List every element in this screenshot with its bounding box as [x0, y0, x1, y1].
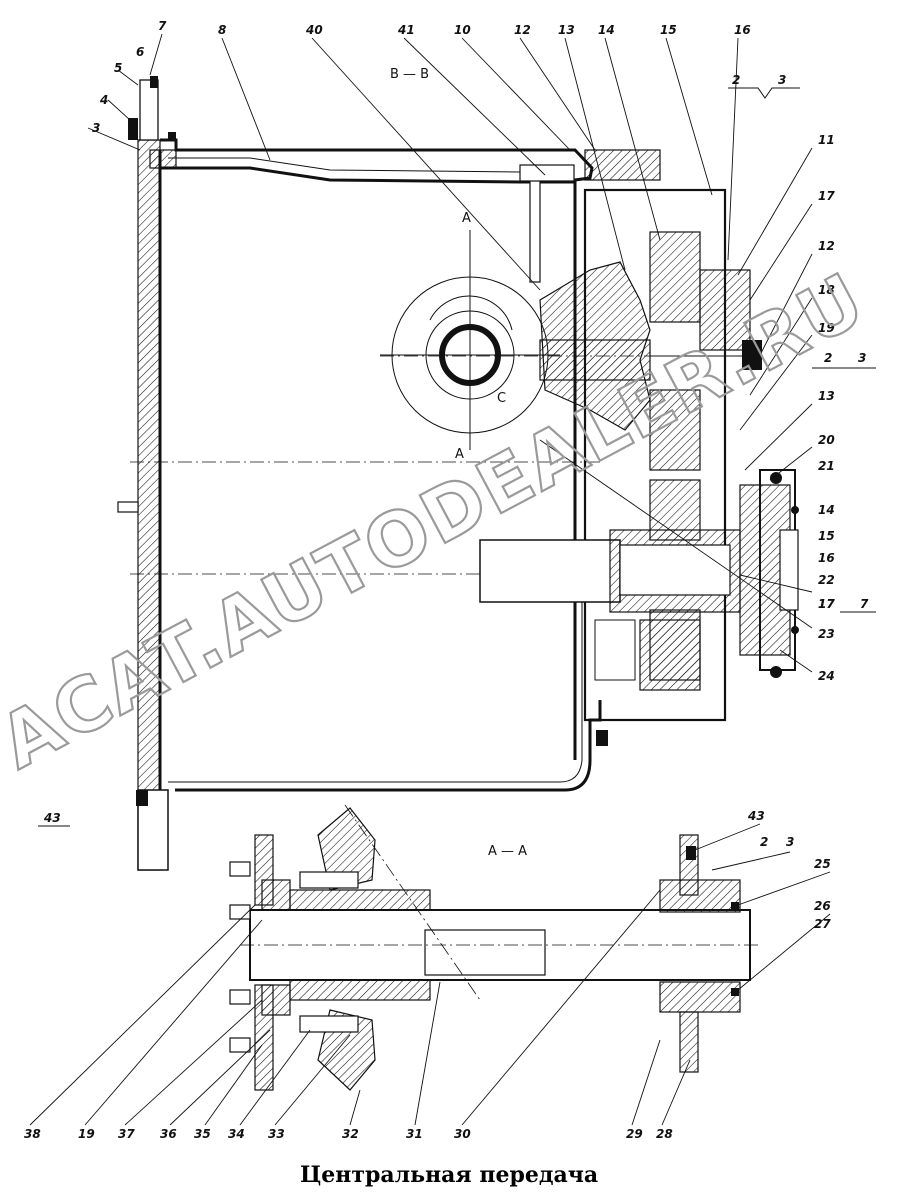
callout-right: 12 — [818, 239, 835, 253]
callout-right: 15 — [818, 529, 835, 543]
callout-right: 22 — [818, 573, 835, 587]
section-mark-c: C — [497, 391, 506, 406]
callout-fraction-num: 2 — [824, 351, 832, 365]
gear-hub — [539, 339, 651, 381]
output-shaft — [479, 529, 741, 613]
callout-bottom: 29 — [626, 1127, 643, 1141]
callout-right: 19 — [818, 321, 835, 335]
housing-outline — [160, 138, 602, 792]
callout-top: 14 — [598, 23, 615, 37]
section-aa-label: A — A — [488, 844, 527, 859]
callout-fraction-num: 2 — [732, 73, 740, 87]
callout-right: 24 — [818, 669, 835, 683]
drain-plug — [596, 730, 608, 746]
pipe-fitting — [519, 164, 575, 182]
callout-right: 20 — [818, 433, 835, 447]
callout-aa-right: 2 — [760, 835, 768, 849]
callout-right: 21 — [818, 459, 835, 473]
callout-right: 23 — [818, 627, 835, 641]
lower-gear — [639, 619, 701, 691]
callout-right: 17 — [818, 597, 835, 611]
seal-stack — [128, 76, 177, 169]
section-mark-a-bottom: A — [455, 447, 464, 462]
callout-aa-right: 43 — [747, 809, 765, 823]
callout-right: 18 — [818, 283, 835, 297]
callout-right: 14 — [818, 503, 835, 517]
callout-bottom: 34 — [228, 1127, 245, 1141]
end-cap — [739, 469, 799, 678]
flange-pin — [117, 501, 139, 513]
callout-left: 6 — [136, 45, 144, 59]
aa-right-hub — [659, 879, 741, 913]
callout-right: 11 — [818, 133, 835, 147]
aa-left-hub — [289, 889, 431, 911]
callout-top: 15 — [660, 23, 677, 37]
callout-bottom: 38 — [24, 1127, 41, 1141]
callout-top: 41 — [397, 23, 415, 37]
lower-seal — [136, 790, 148, 806]
callout-fraction-den: 7 — [860, 597, 869, 611]
callout-left: 5 — [114, 61, 122, 75]
callout-left: 4 — [99, 93, 108, 107]
callout-aa-right: 26 — [814, 899, 831, 913]
callout-bottom: 19 — [78, 1127, 95, 1141]
section-mark-a-top: A — [462, 211, 471, 226]
callout-right: 13 — [818, 389, 835, 403]
callout-top: 8 — [218, 23, 226, 37]
callout-fraction-den: 3 — [778, 73, 786, 87]
callout-top: 7 — [158, 19, 167, 33]
callout-aa-right: 25 — [814, 857, 831, 871]
callout-top: 40 — [305, 23, 323, 37]
section-bb-label: B — B — [390, 67, 429, 82]
callout-fraction-num: 17 — [818, 597, 835, 611]
callout-bottom: 36 — [160, 1127, 177, 1141]
aa-right-flange — [679, 834, 699, 896]
callout-fraction-den: 3 — [858, 351, 866, 365]
callout-right: 17 — [818, 189, 835, 203]
callout-top: 16 — [734, 23, 751, 37]
callout-top: 10 — [454, 23, 471, 37]
left-flange — [137, 139, 161, 871]
callout-right: 16 — [818, 551, 835, 565]
page-caption: Центральная передача — [300, 1162, 598, 1188]
callout-bottom: 32 — [342, 1127, 359, 1141]
callout-top: 13 — [558, 23, 575, 37]
callout-bottom: 33 — [268, 1127, 285, 1141]
callout-aa-right: 27 — [814, 917, 831, 931]
section-bb-view — [117, 76, 799, 871]
callout-bottom: 35 — [194, 1127, 211, 1141]
aa-shaft-bore — [424, 929, 546, 976]
section-aa-view — [229, 804, 760, 1091]
leader-lines — [29, 33, 831, 1126]
callout-bottom: 37 — [118, 1127, 135, 1141]
callout-top: 12 — [514, 23, 531, 37]
callout-43: 43 — [43, 811, 61, 825]
housing-shell — [168, 157, 583, 783]
oil-pipe — [529, 171, 541, 283]
callout-bottom: 30 — [454, 1127, 471, 1141]
callout-left: 3 — [92, 121, 100, 135]
callout-bottom: 31 — [406, 1127, 423, 1141]
callout-aa-right: 3 — [786, 835, 794, 849]
callout-bottom: 28 — [656, 1127, 673, 1141]
